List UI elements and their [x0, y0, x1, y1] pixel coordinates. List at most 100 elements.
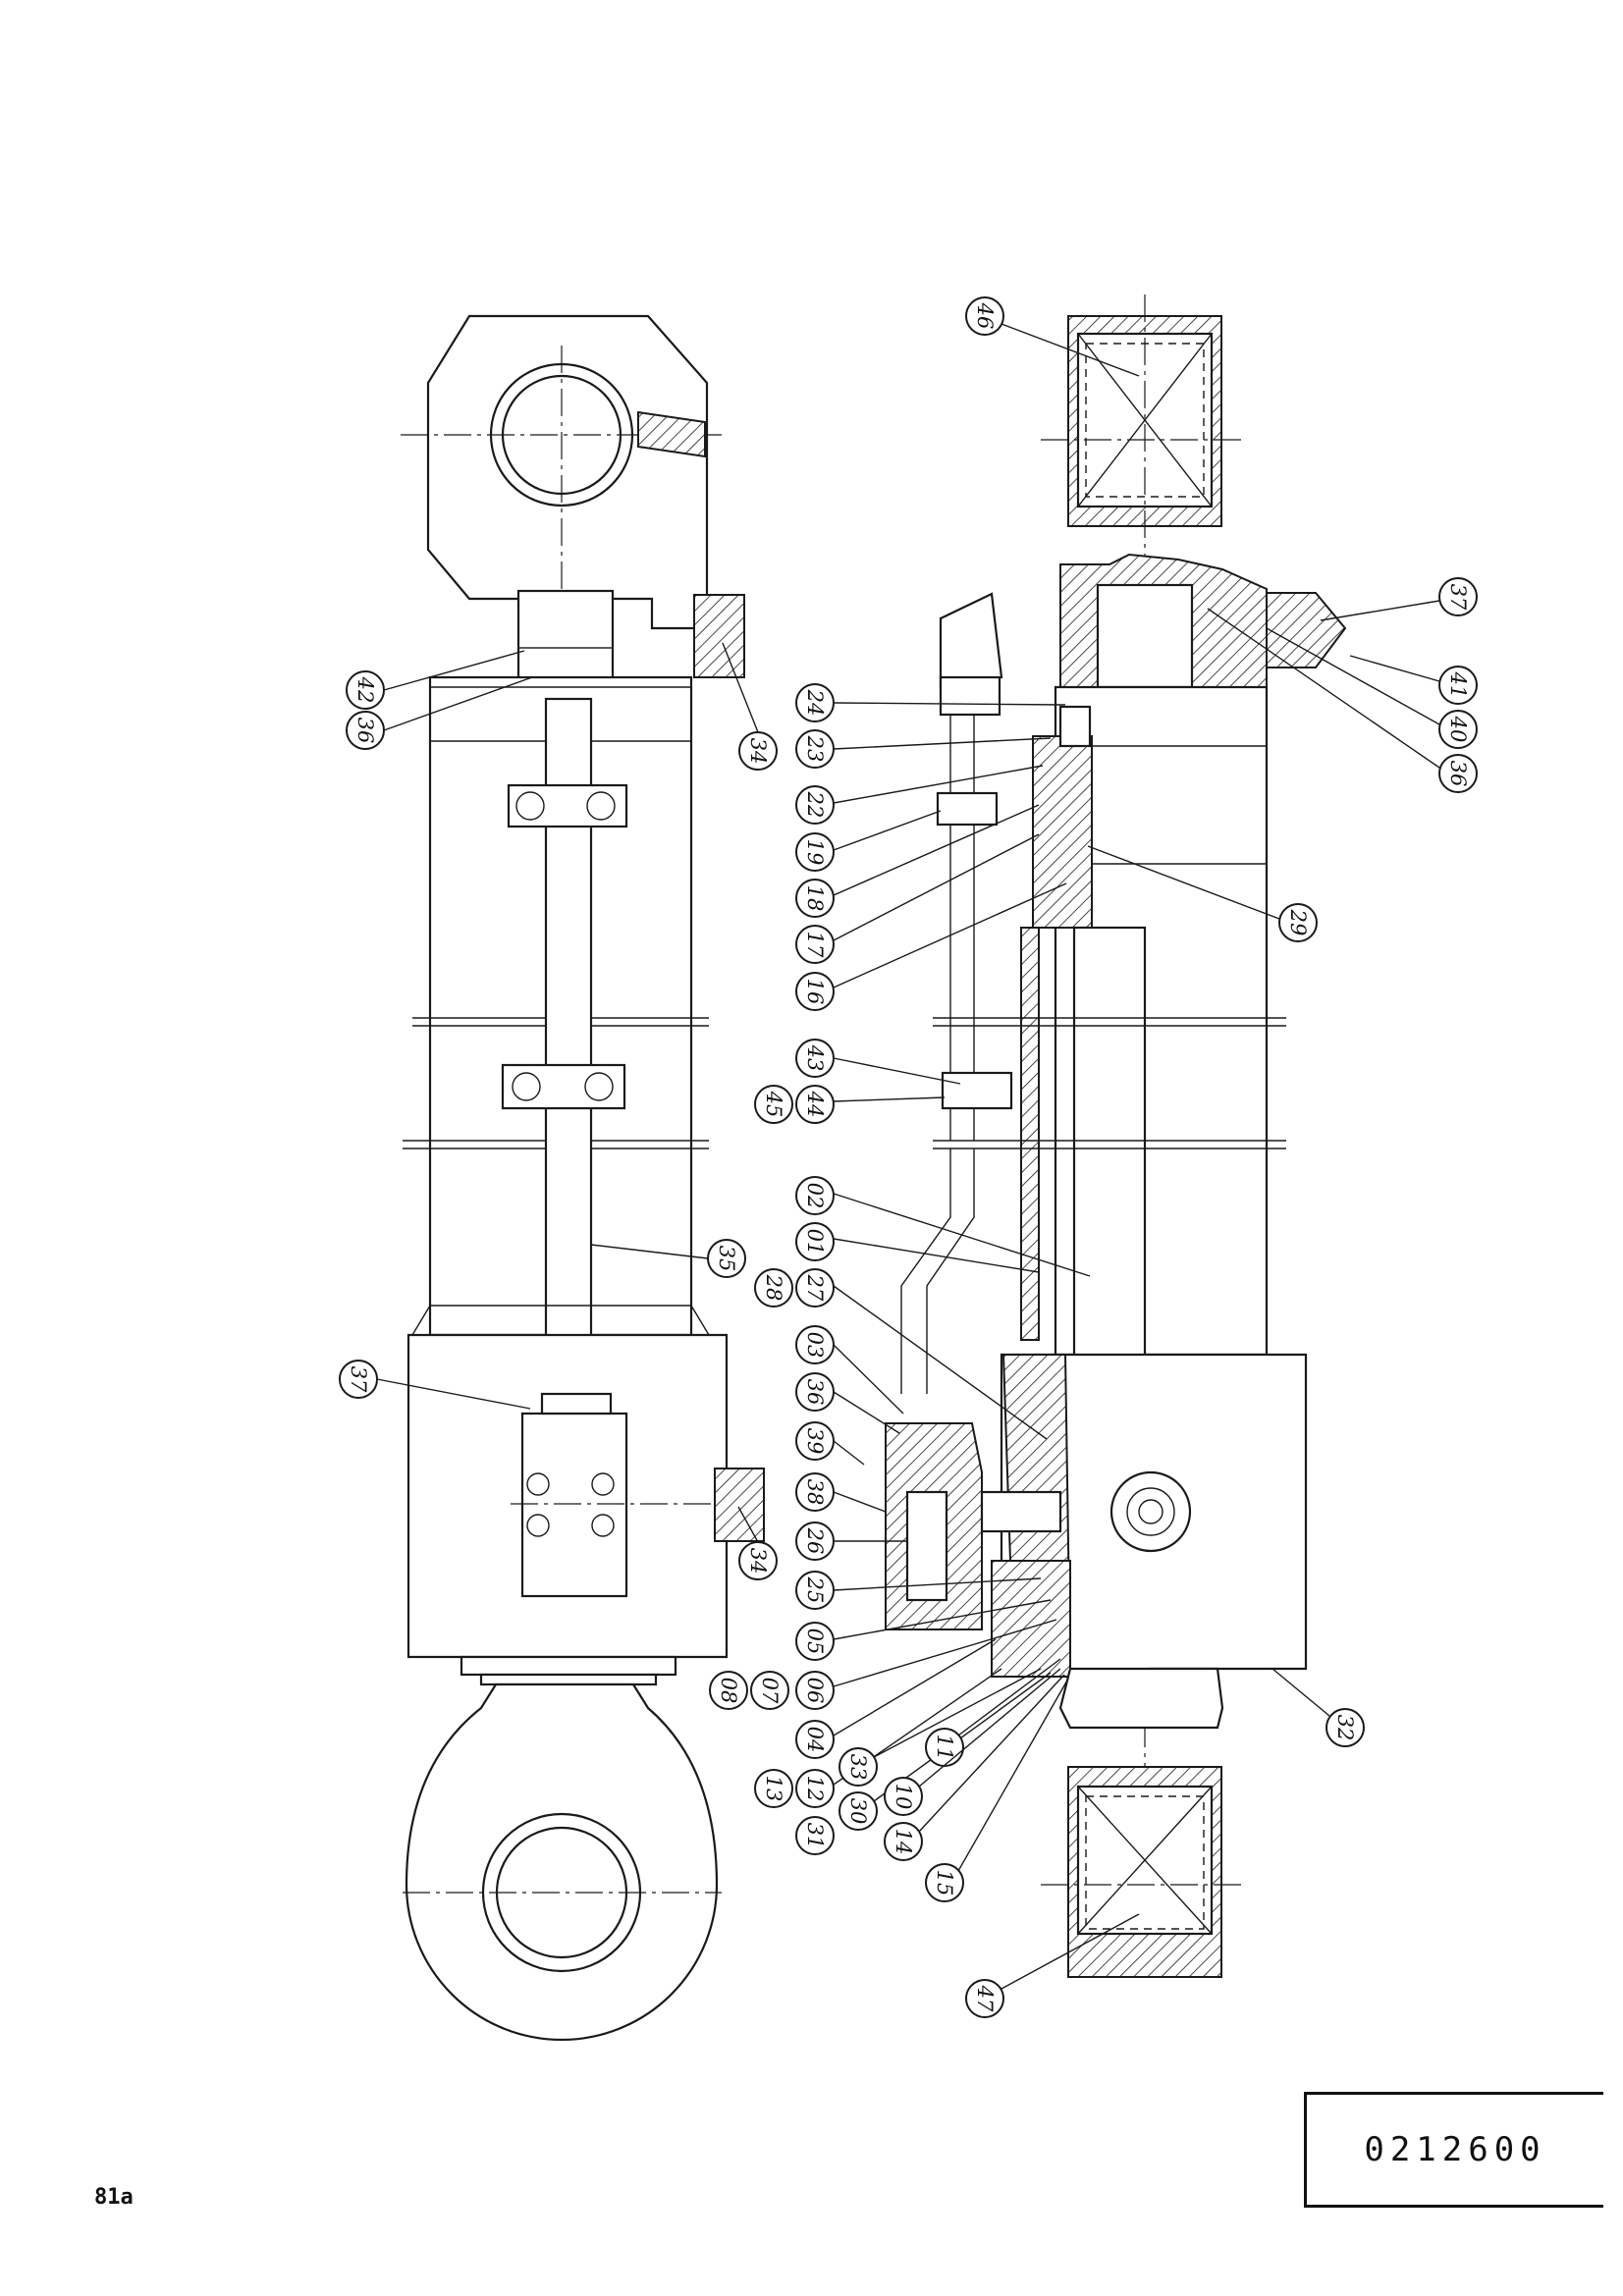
lower-port-boss [1109, 1470, 1192, 1553]
svg-text:36: 36 [803, 1379, 827, 1406]
svg-text:26: 26 [803, 1527, 827, 1555]
callout-06: 06 [795, 1671, 835, 1710]
tube-wall-left [1020, 927, 1040, 1341]
callout-08: 08 [709, 1671, 748, 1710]
rod-guard-block [516, 589, 615, 681]
callout-32: 32 [1325, 1708, 1365, 1747]
svg-text:38: 38 [803, 1479, 827, 1506]
svg-text:13: 13 [762, 1776, 785, 1802]
svg-text:11: 11 [933, 1735, 956, 1761]
callout-35: 35 [707, 1239, 746, 1278]
svg-text:41: 41 [1446, 671, 1470, 699]
callout-33: 33 [839, 1747, 878, 1787]
callout-36-right: 36 [795, 1372, 835, 1412]
upper-port-fitting [693, 594, 745, 678]
callout-37-left: 37 [339, 1360, 378, 1399]
svg-text:28: 28 [762, 1274, 785, 1302]
callout-43: 43 [795, 1039, 835, 1078]
callout-40: 40 [1438, 710, 1478, 749]
svg-text:27: 27 [803, 1274, 827, 1302]
grease-fitting-37 [1266, 592, 1347, 668]
callout-26: 26 [795, 1522, 835, 1561]
sheet-code: 0212600 [1364, 2130, 1546, 2169]
pipe-clamp-lower [501, 1063, 626, 1110]
svg-text:08: 08 [717, 1678, 740, 1704]
callout-07: 07 [750, 1671, 789, 1710]
callout-25: 25 [795, 1571, 835, 1610]
svg-text:35: 35 [715, 1246, 738, 1272]
callout-15: 15 [925, 1863, 964, 1902]
svg-text:07: 07 [758, 1678, 782, 1704]
svg-text:24: 24 [803, 689, 827, 717]
svg-text:36: 36 [1446, 761, 1470, 787]
rod-eye-neck [1058, 1667, 1224, 1730]
callout-46: 46 [965, 296, 1004, 336]
svg-text:40: 40 [1446, 716, 1470, 743]
svg-text:33: 33 [846, 1754, 870, 1781]
callout-29: 29 [1278, 903, 1318, 942]
callout-36-top-right: 36 [1438, 754, 1478, 793]
upper-pipe-fitting-block [939, 592, 1003, 689]
svg-text:18: 18 [803, 885, 827, 912]
callout-47: 47 [965, 1979, 1004, 2018]
pipe-clamp-upper [507, 783, 628, 828]
svg-text:16: 16 [803, 979, 827, 1005]
callout-44: 44 [795, 1085, 835, 1124]
piston [1032, 735, 1093, 929]
callout-39: 39 [795, 1421, 835, 1461]
callout-17: 17 [795, 925, 835, 964]
top-grease-fitting-section [637, 410, 706, 458]
callouts: 42 36 34 35 37 34 08 07 46 37 41 40 36 2… [339, 296, 1478, 2018]
svg-text:30: 30 [846, 1798, 870, 1825]
svg-text:37: 37 [1446, 584, 1470, 611]
callout-27: 27 [795, 1268, 835, 1308]
svg-text:12: 12 [803, 1776, 827, 1802]
svg-text:17: 17 [803, 932, 827, 958]
svg-text:45: 45 [762, 1091, 785, 1118]
gland-seal-area [991, 1560, 1071, 1678]
callout-37-right: 37 [1438, 577, 1478, 616]
callout-34-upper: 34 [738, 731, 778, 771]
svg-text:44: 44 [803, 1091, 827, 1118]
svg-text:29: 29 [1286, 909, 1310, 936]
svg-text:34: 34 [746, 1548, 770, 1575]
svg-text:47: 47 [973, 1985, 997, 2012]
svg-text:14: 14 [892, 1829, 915, 1855]
page-number: 81a [94, 2185, 134, 2210]
svg-text:01: 01 [803, 1229, 827, 1255]
callout-18: 18 [795, 879, 835, 918]
sheet-code-box: 0212600 [1304, 2092, 1603, 2208]
callout-05: 05 [795, 1622, 835, 1661]
callout-45: 45 [754, 1085, 793, 1124]
svg-text:03: 03 [803, 1332, 827, 1359]
callout-03: 03 [795, 1325, 835, 1364]
callout-19: 19 [795, 832, 835, 872]
callout-34-lower: 34 [738, 1541, 778, 1580]
svg-text:31: 31 [803, 1823, 827, 1849]
svg-text:37: 37 [347, 1366, 370, 1393]
callout-10: 10 [884, 1777, 923, 1816]
callout-14: 14 [884, 1822, 923, 1861]
callout-36-left: 36 [346, 711, 385, 750]
callout-13: 13 [754, 1769, 793, 1808]
callout-41: 41 [1438, 666, 1478, 705]
lower-port-fitting [714, 1468, 765, 1542]
valve-block [520, 1412, 628, 1598]
callout-22: 22 [795, 785, 835, 825]
svg-text:39: 39 [803, 1428, 827, 1455]
left-view-exterior [401, 314, 765, 2042]
svg-text:05: 05 [803, 1629, 827, 1655]
svg-text:06: 06 [803, 1678, 827, 1704]
callout-11: 11 [925, 1728, 964, 1767]
svg-text:25: 25 [803, 1576, 827, 1604]
callout-31: 31 [795, 1816, 835, 1855]
callout-23: 23 [795, 729, 835, 769]
svg-text:43: 43 [803, 1044, 827, 1072]
right-view-section [885, 294, 1347, 1978]
svg-text:32: 32 [1333, 1715, 1357, 1741]
callout-42: 42 [346, 670, 385, 710]
pipe-clamp-19 [936, 791, 999, 827]
svg-text:10: 10 [892, 1784, 915, 1810]
svg-text:34: 34 [746, 738, 770, 765]
